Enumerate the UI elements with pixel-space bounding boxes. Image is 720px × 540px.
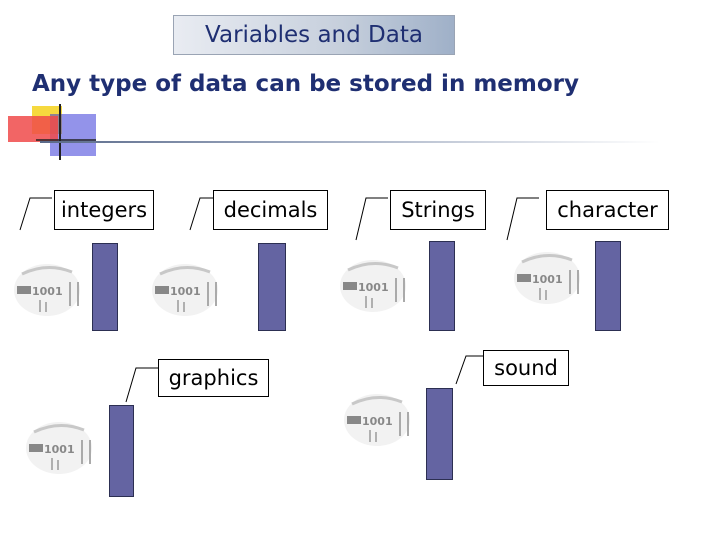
memory-chip-icon: 1001 <box>26 422 92 474</box>
chip-digits: 1001 <box>170 285 201 298</box>
chip-digits: 1001 <box>44 443 75 456</box>
memory-block-character <box>595 241 621 331</box>
chip-digits: 1001 <box>532 273 563 286</box>
type-label-decimals: decimals <box>213 190 328 230</box>
chip-digits: 1001 <box>32 285 63 298</box>
memory-chip-icon: 1001 <box>152 264 218 316</box>
memory-block-decimals <box>258 243 286 331</box>
heading-divider <box>40 141 660 143</box>
chip-digits: 1001 <box>358 281 389 294</box>
pointer-tick-icon <box>19 197 52 231</box>
pointer-tick-icon <box>355 197 388 241</box>
memory-chip-icon: 1001 <box>514 252 580 304</box>
type-label-graphics: graphics <box>158 359 269 397</box>
slide-heading: Any type of data can be stored in memory <box>32 71 579 97</box>
pointer-tick-icon <box>455 355 488 385</box>
memory-block-integers <box>92 243 118 331</box>
type-label-strings: Strings <box>390 190 486 230</box>
slide-title: Variables and Data <box>173 15 455 55</box>
pointer-tick-icon <box>125 367 158 403</box>
memory-block-sound <box>426 388 453 480</box>
type-label-sound: sound <box>483 350 569 386</box>
chip-digits: 1001 <box>362 415 393 428</box>
memory-chip-icon: 1001 <box>14 264 80 316</box>
memory-block-graphics <box>109 405 134 497</box>
memory-chip-icon: 1001 <box>344 394 410 446</box>
type-label-character: character <box>546 190 669 230</box>
type-label-integers: integers <box>54 190 154 230</box>
memory-block-strings <box>429 241 455 331</box>
pointer-tick-icon <box>506 197 539 241</box>
corner-ornament-icon <box>8 104 96 160</box>
memory-chip-icon: 1001 <box>340 260 406 312</box>
